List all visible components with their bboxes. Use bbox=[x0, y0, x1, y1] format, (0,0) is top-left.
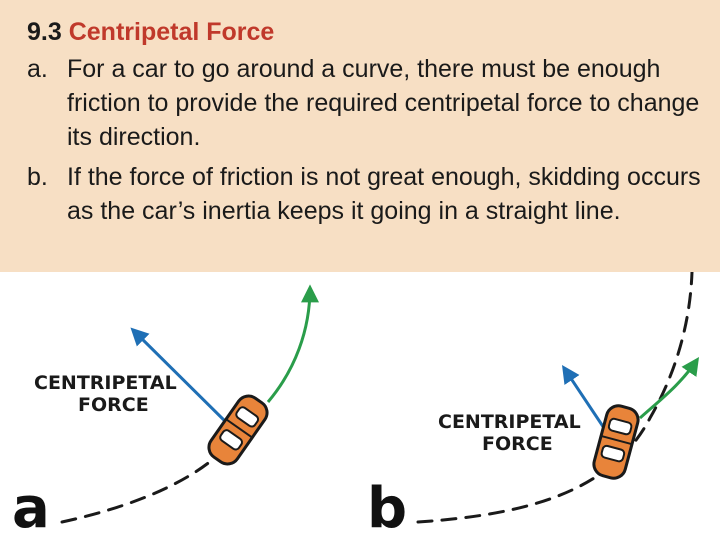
bullet-b-marker: b. bbox=[27, 163, 48, 191]
panel-a-letter: a bbox=[12, 476, 50, 540]
panel-b-label-line1: CENTRIPETAL bbox=[438, 411, 581, 433]
panel-b-letter: b bbox=[367, 476, 407, 540]
title-text: Centripetal Force bbox=[68, 18, 275, 46]
panel-a-label-line2: FORCE bbox=[78, 394, 149, 416]
panel-b-label-line2: FORCE bbox=[482, 433, 553, 455]
panel-a-motion-arrow bbox=[266, 284, 319, 403]
bullet-b-text: If the force of friction is not great en… bbox=[67, 163, 701, 225]
bullet-a-marker: a. bbox=[27, 55, 48, 83]
slide-title: 9.3 Centripetal Force bbox=[27, 18, 274, 47]
panel-b-motion-arrow bbox=[638, 357, 700, 420]
panel-a-centripetal-arrow bbox=[130, 327, 238, 434]
bullet-a-text: For a car to go around a curve, there mu… bbox=[67, 55, 700, 151]
bullet-a: a. For a car to go around a curve, there… bbox=[27, 52, 707, 154]
panel-a-road-curve bbox=[60, 453, 220, 524]
panel-b-car-icon bbox=[592, 404, 640, 480]
panel-b-road-curve bbox=[416, 272, 694, 524]
panel-a-label-line1: CENTRIPETAL bbox=[34, 372, 177, 394]
title-number: 9.3 bbox=[27, 18, 62, 46]
centripetal-force-illustration: CENTRIPETAL FORCE a CENTRIPETAL FORCE b bbox=[12, 272, 700, 540]
panel-a-car-icon bbox=[207, 394, 269, 466]
header-band bbox=[0, 0, 720, 272]
panel-b: CENTRIPETAL FORCE b bbox=[367, 272, 700, 540]
bullet-b: b. If the force of friction is not great… bbox=[27, 160, 707, 228]
panel-a: CENTRIPETAL FORCE a bbox=[12, 284, 319, 540]
